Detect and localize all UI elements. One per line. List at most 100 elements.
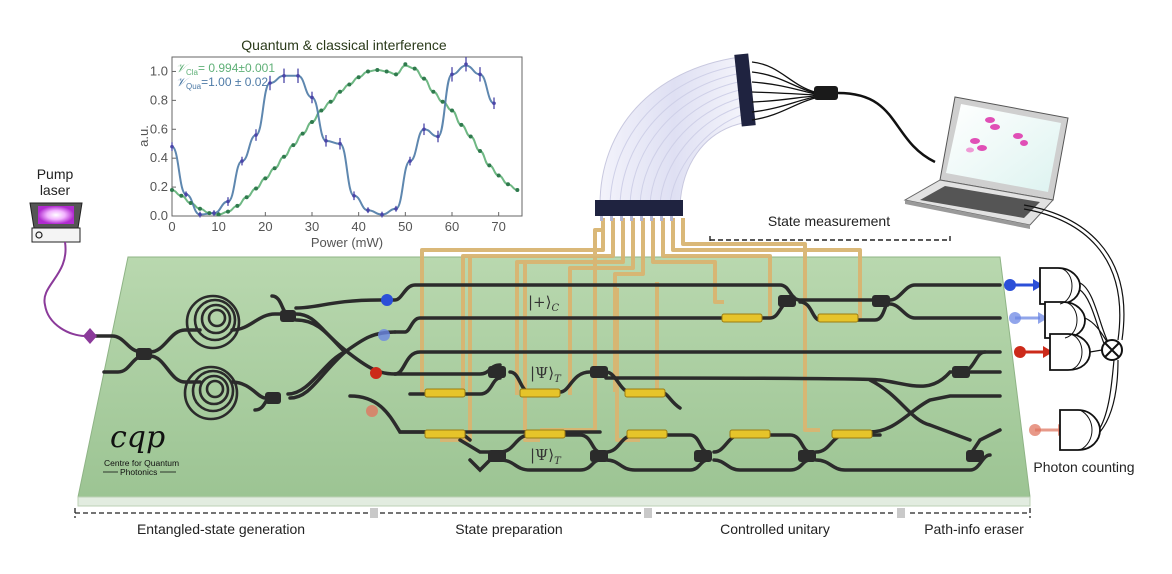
chart-point-classical <box>403 62 408 67</box>
chart-point-quantum <box>240 159 244 163</box>
chart-point-classical <box>282 154 286 159</box>
pump-laser: Pump laser <box>29 166 86 337</box>
detector-2-icon <box>1044 301 1086 339</box>
chart-y-tick-label: 0.8 <box>150 92 168 107</box>
laptop-keyboard <box>920 186 1040 218</box>
chart-point-quantum <box>478 72 482 77</box>
chart-data-points <box>170 57 520 218</box>
chart-point-classical <box>366 69 370 74</box>
chart-x-tick-label: 50 <box>398 219 412 234</box>
chart-point-classical <box>412 66 417 71</box>
chart-point-quantum <box>450 72 454 77</box>
photon-detectors <box>1004 204 1125 451</box>
target-state-label-bottom: |Ψ⟩T <box>530 446 562 467</box>
photon-blue-faint <box>378 329 390 341</box>
laptop-front-edge <box>905 200 1030 229</box>
chart-point-quantum <box>324 139 328 143</box>
chart-point-classical <box>515 187 520 192</box>
chart-point-classical <box>459 122 464 127</box>
chart-point-quantum <box>366 208 370 213</box>
chart-y-tick-label: 0.0 <box>150 208 168 223</box>
chart-point-classical <box>394 72 398 77</box>
chart-point-classical <box>347 82 352 87</box>
chart-point-quantum <box>492 101 496 106</box>
fiber-array <box>595 53 936 221</box>
chart-point-quantum <box>422 127 426 132</box>
chart-point-classical <box>496 173 501 178</box>
controlled-unitary-label: Controlled unitary <box>720 521 830 537</box>
fiber-cable-to-laptop <box>837 91 936 164</box>
spiral-source-top <box>185 294 241 350</box>
section-brackets <box>74 508 1031 518</box>
chart-point-classical <box>207 211 212 216</box>
coincidence-logic-icon <box>1101 339 1123 361</box>
chart-point-classical <box>422 76 426 81</box>
chart-x-axis-title: Power (mW) <box>311 235 383 250</box>
detector-1-icon <box>1039 267 1081 305</box>
chart-x-tick-label: 0 <box>168 219 175 234</box>
chart-point-classical <box>244 195 249 200</box>
thermo-optic-heaters <box>424 313 873 439</box>
photon-counting-label: Photon counting <box>1033 459 1134 475</box>
chart-point-classical <box>375 68 380 73</box>
chart-point-quantum <box>380 212 384 217</box>
chart-point-classical <box>226 209 230 214</box>
detector-3-icon <box>1049 333 1091 371</box>
chart-point-classical <box>170 187 174 192</box>
state-measurement-bracket: State measurement <box>709 213 951 244</box>
chart-point-classical <box>300 131 305 136</box>
chart-point-classical <box>216 212 221 217</box>
chart-point-classical <box>263 176 268 181</box>
photon-red-faint <box>366 405 378 417</box>
chart-point-quantum <box>310 95 314 100</box>
chart-point-quantum <box>170 144 174 149</box>
photon-red-solid <box>370 367 382 379</box>
control-state-label: |+⟩C <box>528 293 559 314</box>
spiral-source-bottom <box>183 365 239 421</box>
fiber-connector-top <box>734 53 756 127</box>
chart-point-quantum <box>394 206 398 211</box>
chart-point-quantum <box>226 199 230 204</box>
chart-point-quantum <box>436 134 440 139</box>
cqp-logo-line2: Photonics <box>120 467 157 477</box>
state-preparation-label: State preparation <box>455 521 562 537</box>
chart-point-classical <box>272 166 277 171</box>
chart-point-classical <box>468 134 473 139</box>
chart-point-quantum <box>464 62 468 67</box>
photon-blue-solid <box>381 294 393 306</box>
photonic-chip <box>77 256 1031 507</box>
cqp-logo-line1: Centre for Quantum <box>104 458 179 468</box>
chart-point-classical <box>431 89 436 94</box>
pump-device-window <box>38 206 74 224</box>
chart-x-tick-label: 40 <box>351 219 365 234</box>
chart-point-classical <box>338 89 342 94</box>
laptop-screen-spots <box>966 117 1028 153</box>
cqp-logo: cqp Centre for Quantum Photonics <box>103 420 179 477</box>
chart-point-classical <box>188 200 193 205</box>
chart-x-tick-label: 60 <box>445 219 459 234</box>
chart-title: Quantum & classical interference <box>241 37 447 53</box>
state-measurement-label: State measurement <box>768 213 890 229</box>
chart-x-tick-label: 20 <box>258 219 272 234</box>
chart-plot-area <box>171 56 523 217</box>
fiber-ferrule <box>814 86 838 100</box>
chart-y-tick-label: 1.0 <box>150 63 168 78</box>
directional-couplers <box>136 295 984 462</box>
target-state-label-top: |Ψ⟩T <box>530 364 562 385</box>
chart-point-classical <box>487 163 492 168</box>
chart-y-ticks: 0.00.20.40.60.81.0 <box>150 63 176 223</box>
chart-point-classical <box>506 182 510 187</box>
chart-point-classical <box>440 99 445 104</box>
chart-y-axis-title: a.u. <box>136 125 151 147</box>
chart-point-classical <box>235 203 240 208</box>
chart-point-quantum <box>282 73 286 78</box>
chart-point-classical <box>291 143 296 148</box>
chart-point-classical <box>319 108 324 113</box>
chart-point-classical <box>478 148 482 153</box>
chart-point-quantum <box>198 212 202 217</box>
pump-label-line1: Pump <box>37 166 74 182</box>
chart-point-classical <box>254 186 258 191</box>
photon-markers <box>83 294 393 417</box>
